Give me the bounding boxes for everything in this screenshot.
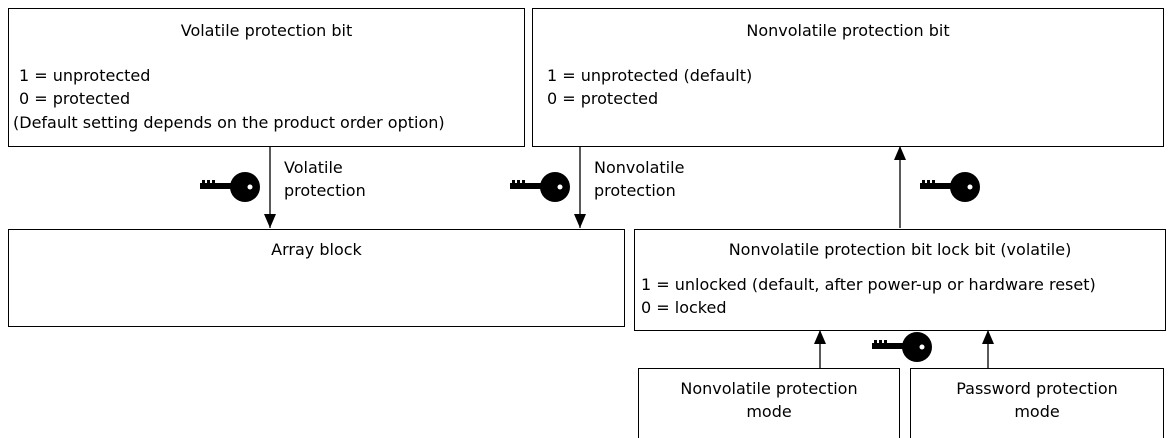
volatile-box-line-3: (Default setting depends on the product … xyxy=(13,113,445,132)
lock-bit-title: Nonvolatile protection bit lock bit (vol… xyxy=(728,240,1072,259)
nv-mode-line-2: mode xyxy=(746,402,792,421)
nv-mode-line-1: Nonvolatile protection xyxy=(680,379,858,398)
nonvolatile-protection-label-1: Nonvolatile xyxy=(594,158,685,177)
lock-bit-line-1: 1 = unlocked (default, after power-up or… xyxy=(641,275,1096,294)
array-block-box: Array block xyxy=(8,229,625,327)
arrowhead-volatile-to-array xyxy=(264,214,276,228)
key-icon xyxy=(920,172,980,202)
arrowhead-nvmode-to-lock xyxy=(814,330,826,344)
key-icon xyxy=(510,172,570,202)
arrowhead-pwmode-to-lock xyxy=(982,330,994,344)
nonvolatile-box-line-1: 1 = unprotected (default) xyxy=(547,66,753,85)
nonvolatile-box-title: Nonvolatile protection bit xyxy=(746,21,950,40)
pw-mode-line-2: mode xyxy=(1014,402,1060,421)
volatile-protection-label-2: protection xyxy=(284,181,366,200)
password-protection-mode-box: Password protection mode xyxy=(910,368,1164,438)
array-block-title: Array block xyxy=(271,240,362,259)
lock-bit-line-2: 0 = locked xyxy=(641,298,727,317)
volatile-box-line-1: 1 = unprotected xyxy=(19,66,151,85)
key-icon xyxy=(200,172,260,202)
volatile-protection-label-1: Volatile xyxy=(284,158,343,177)
nonvolatile-protection-mode-box: Nonvolatile protection mode xyxy=(638,368,900,438)
volatile-box-line-2: 0 = protected xyxy=(19,89,131,108)
volatile-box-title: Volatile protection bit xyxy=(180,21,353,40)
nonvolatile-protection-bit-box: Nonvolatile protection bit 1 = unprotect… xyxy=(532,8,1164,147)
pw-mode-line-1: Password protection xyxy=(956,379,1118,398)
arrowhead-lock-to-nonvolatile xyxy=(894,146,906,160)
volatile-protection-bit-box: Volatile protection bit 1 = unprotected … xyxy=(8,8,525,147)
nonvolatile-protection-label-2: protection xyxy=(594,181,676,200)
lock-bit-box: Nonvolatile protection bit lock bit (vol… xyxy=(634,229,1166,331)
key-icon xyxy=(872,332,932,362)
nonvolatile-box-line-2: 0 = protected xyxy=(547,89,659,108)
arrowhead-nonvolatile-to-array xyxy=(574,214,586,228)
